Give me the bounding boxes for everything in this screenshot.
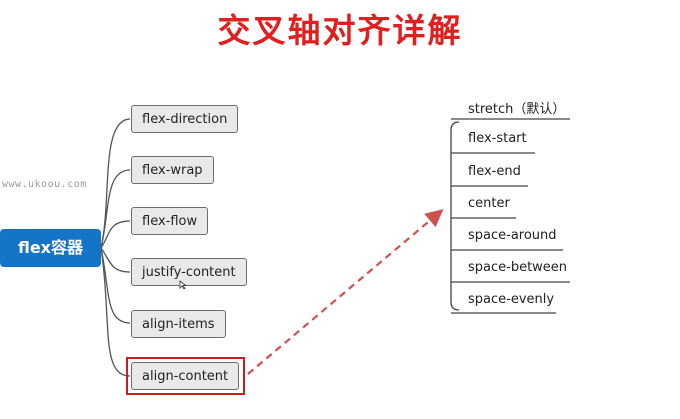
dashed-arrow bbox=[247, 209, 444, 375]
value-center: center bbox=[468, 196, 510, 211]
node-align-items: align-items bbox=[131, 310, 226, 338]
connector-align-content bbox=[100, 247, 131, 377]
node-flex-flow: flex-flow bbox=[131, 207, 209, 235]
value-stretch: stretch（默认） bbox=[468, 102, 566, 117]
watermark-text: www.ukoou.com bbox=[2, 179, 87, 190]
connector-flex-direction bbox=[100, 118, 131, 249]
value-space-around: space-around bbox=[468, 228, 557, 243]
node-justify-content: justify-content bbox=[131, 258, 247, 286]
value-space-evenly: space-evenly bbox=[468, 292, 555, 307]
connector-flex-flow bbox=[100, 220, 131, 249]
connector-align-items bbox=[100, 247, 131, 324]
value-bracket-spine bbox=[450, 121, 460, 311]
node-flex-direction: flex-direction bbox=[131, 105, 239, 133]
connector-flex-wrap bbox=[100, 169, 131, 249]
node-align-content: align-content bbox=[131, 362, 240, 390]
connector-justify-content bbox=[100, 247, 131, 273]
node-flex-wrap: flex-wrap bbox=[131, 156, 214, 184]
value-flex-end: flex-end bbox=[468, 164, 521, 179]
highlight-box bbox=[126, 357, 245, 395]
root-node-flex-container: flex容器 bbox=[0, 229, 101, 267]
value-space-between: space-between bbox=[468, 260, 568, 275]
value-flex-start: flex-start bbox=[468, 131, 527, 146]
mouse-cursor-icon bbox=[179, 280, 187, 290]
page-title: 交叉轴对齐详解 bbox=[217, 11, 463, 50]
